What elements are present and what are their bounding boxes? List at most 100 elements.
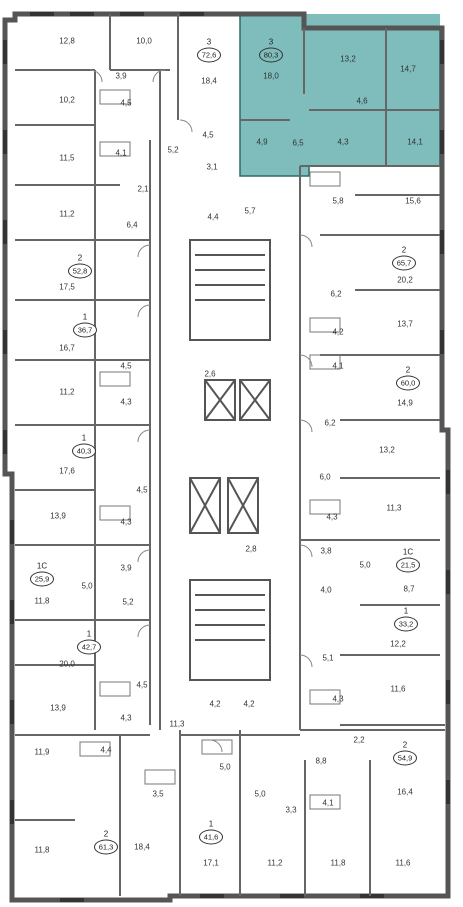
room-area-label: 6,5 [292,138,304,148]
room-area-label: 4,6 [356,96,368,106]
apartment-badge[interactable]: 1С 21,5 [396,548,420,573]
room-area-label: 5,0 [359,560,371,570]
apartment-rooms: 3 [206,37,212,47]
apartment-badge-highlighted[interactable]: 3 80,3 [259,38,283,63]
apartment-area: 61,3 [94,839,118,855]
apartment-badge[interactable]: 2 60,0 [396,366,420,391]
room-area-label: 4,5 [120,361,132,371]
apartment-area: 80,3 [259,47,283,63]
room-area-label: 5,0 [219,762,231,772]
room-area-label: 17,6 [59,466,75,476]
room-area-label: 4,3 [332,694,344,704]
room-area-label: 13,2 [340,54,356,64]
room-area-label: 13,7 [397,319,413,329]
room-area-label: 4,2 [209,699,221,709]
apartment-area: 25,9 [30,571,54,587]
room-area-label: 11,8 [330,858,346,868]
room-area-label: 5,0 [254,789,266,799]
room-area-label: 13,9 [50,703,66,713]
room-area-label: 17,1 [203,858,219,868]
apartment-rooms: 2 [405,365,411,375]
apartment-badge[interactable]: 1 36,7 [73,313,97,338]
room-area-label: 18,0 [263,71,279,81]
room-area-label: 6,0 [319,472,331,482]
room-area-label: 5,7 [244,206,256,216]
room-area-label: 3,5 [152,789,164,799]
room-area-label: 11,8 [34,845,50,855]
apartment-rooms: 1 [81,433,87,443]
room-area-label: 2,2 [353,735,365,745]
apartment-badge[interactable]: 1 40,3 [72,434,96,459]
room-area-label: 13,9 [50,511,66,521]
room-area-label: 11,2 [267,858,283,868]
stair-elevator-core [189,239,271,681]
apartment-badge[interactable]: 2 65,7 [392,246,416,271]
room-area-label: 3,9 [115,71,127,81]
room-area-label: 6,2 [324,418,336,428]
room-area-label: 17,5 [59,282,75,292]
apartment-rooms: 1 [86,629,92,639]
room-area-label: 4,1 [115,148,127,158]
apartment-rooms: 1 [403,606,409,616]
apartment-area: 72,6 [197,47,221,63]
apartment-rooms: 1С [36,561,48,571]
room-area-label: 4,1 [322,798,334,808]
room-area-label: 11,3 [169,719,185,729]
room-area-label: 11,6 [390,684,406,694]
apartment-rooms: 2 [77,253,83,263]
room-area-label: 4,3 [337,137,349,147]
room-area-label: 14,9 [397,398,413,408]
room-area-label: 11,5 [59,153,75,163]
room-area-label: 5,2 [122,597,134,607]
room-area-label: 11,2 [59,387,75,397]
apartment-badge[interactable]: 1 33,2 [394,607,418,632]
room-area-label: 12,8 [59,36,75,46]
apartment-badge[interactable]: 2 61,3 [94,830,118,855]
room-area-label: 20,0 [59,659,75,669]
apartment-badge[interactable]: 1 41,6 [199,820,223,845]
apartment-rooms: 3 [268,37,274,47]
apartment-badge[interactable]: 2 52,8 [68,254,92,279]
room-area-label: 4,4 [207,212,219,222]
room-area-label: 4,3 [120,713,132,723]
room-area-label: 3,8 [320,546,332,556]
room-area-label: 10,0 [136,36,152,46]
apartment-area: 52,8 [68,263,92,279]
room-area-label: 4,3 [120,397,132,407]
room-area-label: 4,5 [120,98,132,108]
room-area-label: 16,4 [397,787,413,797]
room-area-label: 2,8 [245,544,257,554]
room-area-label: 11,9 [34,747,50,757]
room-area-label: 6,2 [330,289,342,299]
room-area-label: 14,7 [400,64,416,74]
room-area-label: 4,4 [100,745,112,755]
apartment-area: 65,7 [392,255,416,271]
room-area-label: 6,4 [126,220,138,230]
apartment-area: 21,5 [396,557,420,573]
room-area-label: 11,6 [395,858,411,868]
apartment-badge[interactable]: 2 54,9 [393,741,417,766]
room-area-label: 20,2 [397,275,413,285]
apartment-area: 60,0 [396,375,420,391]
apartment-area: 36,7 [73,322,97,338]
room-area-label: 15,6 [405,196,421,206]
room-area-label: 11,3 [386,503,402,513]
room-area-label: 2,1 [137,184,149,194]
outer-wall [2,11,451,903]
apartment-badge[interactable]: 1 42,7 [77,630,101,655]
bathroom-fixtures [79,89,341,810]
apartment-area: 42,7 [77,639,101,655]
apartment-area: 33,2 [394,616,418,632]
room-area-label: 3,9 [120,563,132,573]
room-area-label: 2,6 [204,369,216,379]
apartment-badge[interactable]: 1С 25,9 [30,562,54,587]
apartment-rooms: 1С [402,547,414,557]
room-area-label: 5,0 [81,581,93,591]
apartment-rooms: 2 [103,829,109,839]
apartment-badge[interactable]: 3 72,6 [197,38,221,63]
room-area-label: 3,3 [285,805,297,815]
room-area-label: 14,1 [407,137,423,147]
apartment-rooms: 1 [208,819,214,829]
room-area-label: 4,9 [256,137,268,147]
